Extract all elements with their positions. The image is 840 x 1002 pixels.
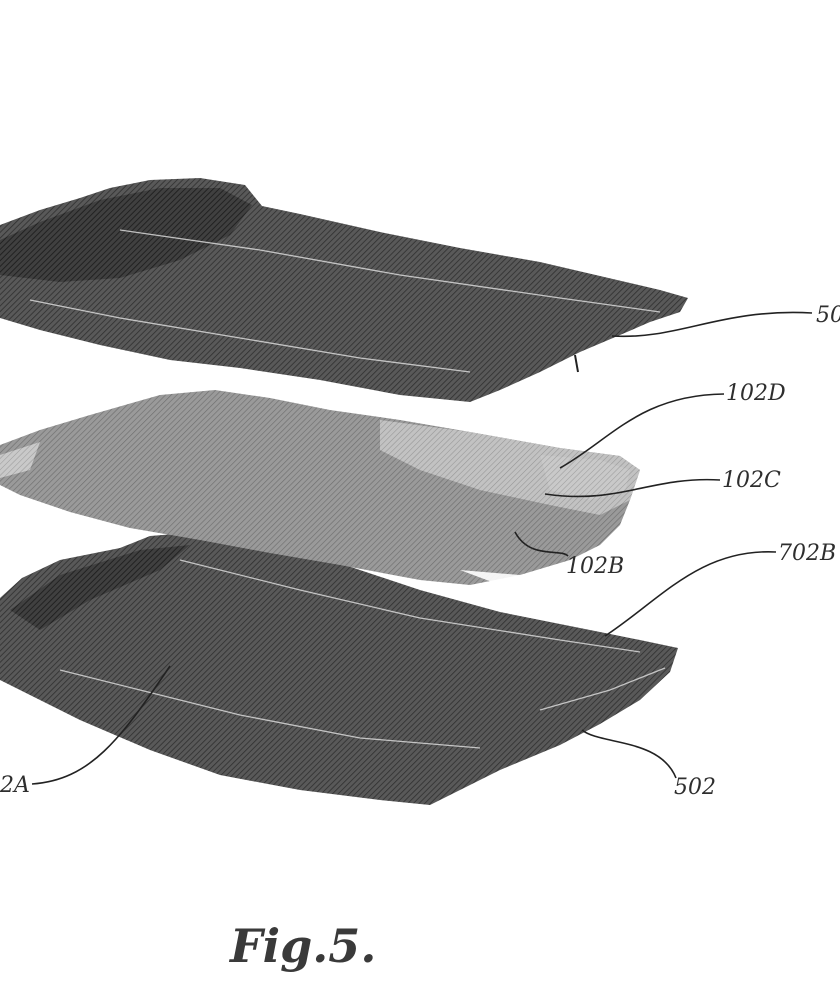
label-102c: 102C <box>722 468 781 493</box>
leader-102b <box>514 531 569 557</box>
leader-50 <box>611 311 813 338</box>
leader-lines <box>31 311 813 785</box>
reference-labels: 50 102D 102C 102B 702B 502 2A <box>0 303 840 800</box>
figure-caption: Fig.5. <box>228 919 376 973</box>
label-2a: 2A <box>0 773 30 798</box>
leader-502 <box>581 729 677 779</box>
top-plate <box>0 178 688 402</box>
leader-102d <box>559 393 725 469</box>
label-502: 502 <box>674 775 716 800</box>
leader-2a <box>31 665 171 785</box>
leader-102c <box>544 478 721 498</box>
leader-702b <box>604 551 777 637</box>
label-50: 50 <box>816 303 840 328</box>
bottom-plate <box>0 532 678 805</box>
label-102d: 102D <box>726 381 786 406</box>
label-702b: 702B <box>778 541 836 566</box>
middle-layer <box>0 390 640 585</box>
label-102b: 102B <box>566 554 624 579</box>
